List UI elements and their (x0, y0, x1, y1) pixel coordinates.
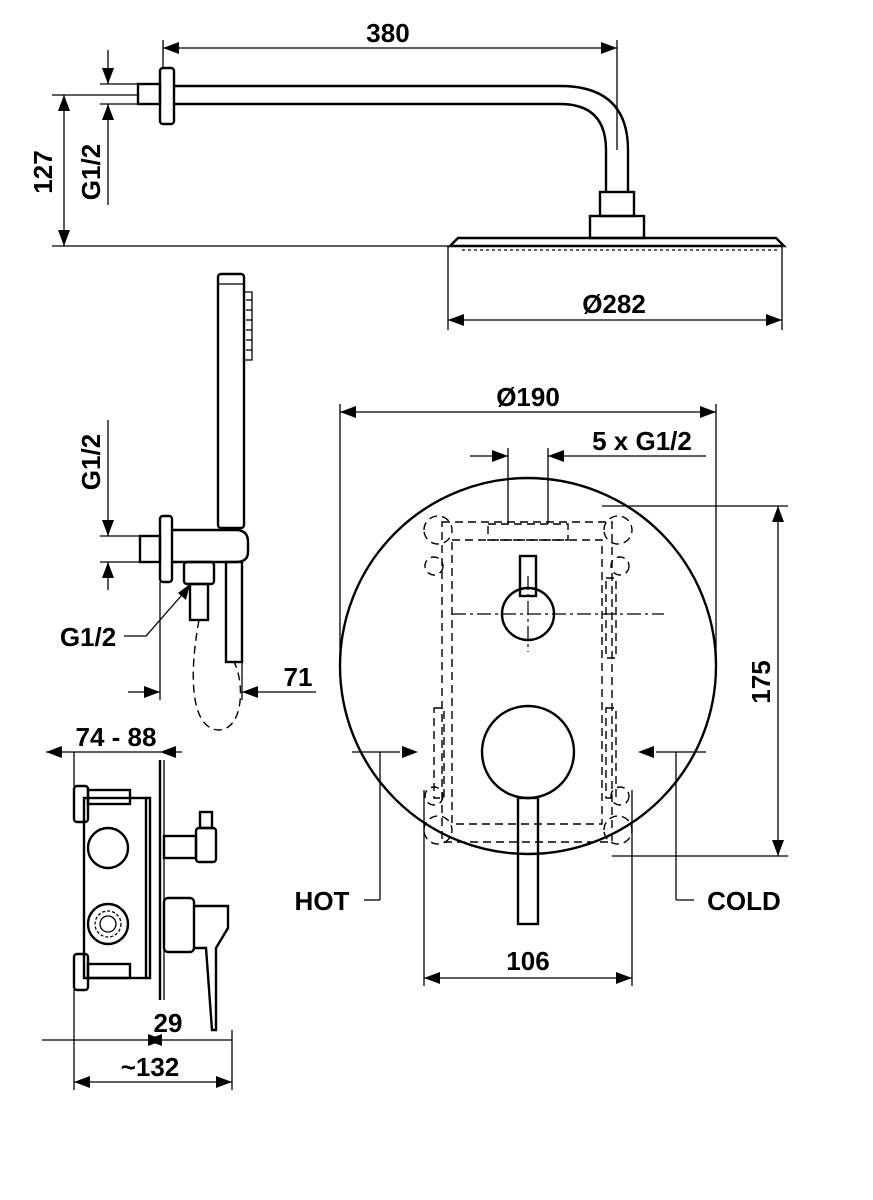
cold-label: COLD (707, 886, 781, 916)
arm-length-label: 380 (366, 18, 409, 48)
hand-projection-label: 71 (284, 662, 313, 692)
total-depth-label: ~132 (121, 1052, 180, 1082)
plate-diameter-label: Ø190 (496, 382, 560, 412)
hand-shower-view: G1/2 G1/2 71 (60, 272, 316, 731)
hand-thread-top-label: G1/2 (76, 434, 106, 490)
hot-label: HOT (295, 886, 350, 916)
box-height-label: 175 (746, 660, 776, 703)
hand-thread-hose-label: G1/2 (60, 622, 116, 652)
arm-thread-label: G1/2 (76, 144, 106, 200)
mixer-front-view: Ø190 5 x G1/2 175 HOT COLD 106 (295, 382, 788, 986)
mixer-side-view: 74 - 88 29 ~132 (42, 722, 233, 1090)
inlet-spacing-label: 106 (506, 946, 549, 976)
plate-thickness-label: 29 (154, 1008, 183, 1038)
head-diameter-label: Ø282 (582, 289, 646, 319)
depth-range-label: 74 - 88 (76, 722, 157, 752)
shower-arm-view: 380 127 G1/2 Ø282 (28, 18, 787, 330)
outlets-label: 5 x G1/2 (592, 426, 692, 456)
arm-height-label: 127 (28, 150, 58, 193)
